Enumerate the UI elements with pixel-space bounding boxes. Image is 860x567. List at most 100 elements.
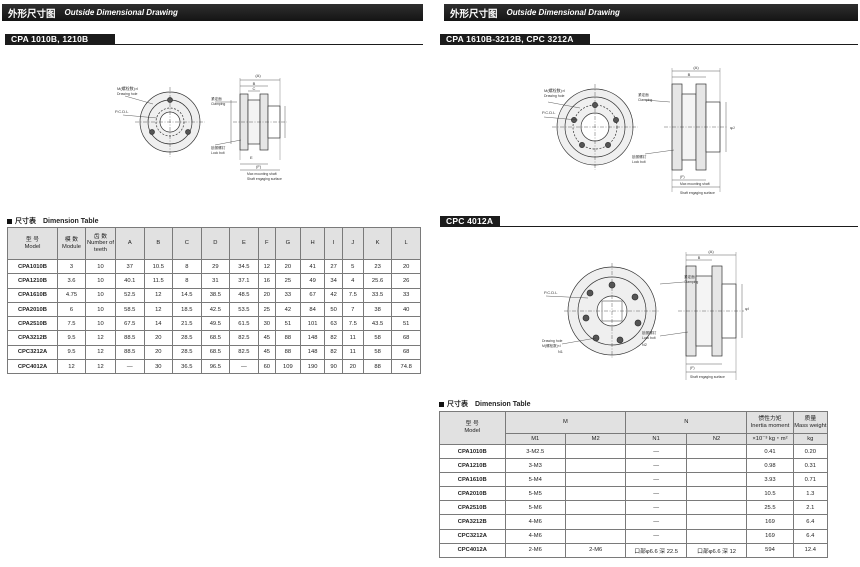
section-rule-2 xyxy=(590,44,858,45)
t1-cell: 51 xyxy=(391,316,421,332)
t2-cell xyxy=(685,514,748,530)
t2-cell: 12.4 xyxy=(792,542,829,558)
table1-title: 尺寸表 Dimension Table xyxy=(7,216,99,226)
t1-cell: 67.5 xyxy=(115,316,145,332)
t2-cell xyxy=(564,486,627,502)
label3-bolt: M(螺栓数)×l xyxy=(542,343,561,348)
t1-cell: 68 xyxy=(391,344,421,361)
t2-cell: 2.1 xyxy=(792,500,829,516)
t2-cell: 169 xyxy=(746,514,794,530)
t1-cell: 45 xyxy=(257,344,276,361)
t1-cell: 9.5 xyxy=(57,344,86,361)
t1-h-a: A xyxy=(115,227,145,260)
t1-cell: 4.75 xyxy=(57,287,86,303)
t2-cell: — xyxy=(625,443,687,460)
t1-cell: 3 xyxy=(57,258,86,275)
t2-cell xyxy=(564,514,627,530)
t1-cell: 74.8 xyxy=(391,359,421,375)
t2-cell: CPA2010B xyxy=(439,486,506,502)
t2-cell: CPA3212B xyxy=(439,514,506,530)
t1-cell: 12 xyxy=(85,344,116,361)
label-clamp-jp: 紧定面 xyxy=(211,96,222,101)
t1-cell: 20 xyxy=(143,344,174,361)
t1-cell: 10 xyxy=(85,287,116,303)
t2-cell xyxy=(564,458,627,474)
t1-cell: 37.1 xyxy=(229,273,259,289)
section-rule-1 xyxy=(115,44,423,45)
t1-cell: 26 xyxy=(391,273,421,289)
t2-h-mass-unit: kg xyxy=(792,433,829,445)
t2-cell: 1.3 xyxy=(792,486,829,502)
t1-cell: 25.6 xyxy=(362,273,393,289)
label-lock-jp: 锁紧螺钉 xyxy=(211,145,226,150)
label3-clamping: Clamping xyxy=(684,280,698,284)
header-title-en-right: Outside Dimensional Drawing xyxy=(506,8,620,17)
t1-cell: 190 xyxy=(299,359,326,375)
label-dim-b: B xyxy=(253,81,256,86)
t2-cell: 5-M5 xyxy=(504,486,566,502)
t1-h-f: F xyxy=(257,227,276,260)
label-pcd: P.C.D.L xyxy=(115,109,129,114)
label2-clamping: Clamping xyxy=(638,98,652,102)
t1-cell: 58 xyxy=(362,344,393,361)
t2-h-n1: N1 xyxy=(625,433,687,445)
t1-cell: 82 xyxy=(324,344,343,361)
t2-cell xyxy=(564,443,627,460)
t2-cell: 0.31 xyxy=(792,458,829,474)
t2-cell: 2-M6 xyxy=(504,542,566,558)
label2-max-length: Max mounting shaft xyxy=(680,182,710,186)
label2-lock-jp: 锁紧螺钉 xyxy=(632,154,647,159)
label-max-length: Max mounting shaft xyxy=(247,172,277,176)
t1-cell: 82.5 xyxy=(229,330,259,346)
label3-dim-i: φI xyxy=(745,306,749,311)
t1-h-d: D xyxy=(200,227,231,260)
t1-cell: 25 xyxy=(274,273,301,289)
t1-cell: 38 xyxy=(362,301,393,318)
t1-cell: 30 xyxy=(143,359,174,375)
t1-cell: 68 xyxy=(391,330,421,346)
t1-cell: 88.5 xyxy=(115,344,145,361)
t2-cell: CPA2510B xyxy=(439,500,506,516)
label3-clamp-jp: 紧定面 xyxy=(684,274,695,279)
t1-cell: 33.5 xyxy=(362,287,393,303)
t1-cell: CPC3212A xyxy=(7,344,58,361)
t1-cell: 11 xyxy=(341,330,364,346)
t1-cell: 61.5 xyxy=(229,316,259,332)
t2-cell xyxy=(685,443,748,460)
t2-cell: 3-M3 xyxy=(504,458,566,474)
table2-title-en: Dimension Table xyxy=(475,400,531,408)
t1-cell: 5 xyxy=(341,258,364,275)
t1-cell: 10 xyxy=(85,258,116,275)
label3-drawing-hole: Drawing hole xyxy=(542,339,562,343)
t1-h-c: C xyxy=(172,227,202,260)
t1-cell: 84 xyxy=(299,301,326,318)
label3-dim-f: (F) xyxy=(690,366,695,370)
label2-dim-b: B xyxy=(688,72,691,77)
t1-cell: 41 xyxy=(299,258,326,275)
t1-cell: 68.5 xyxy=(200,344,231,361)
t1-cell: 28.5 xyxy=(172,330,202,346)
t2-cell: — xyxy=(625,458,687,474)
t1-cell: 37 xyxy=(115,258,145,275)
t1-cell: 4 xyxy=(341,273,364,289)
t1-cell: 148 xyxy=(299,344,326,361)
t1-cell: 88 xyxy=(274,330,301,346)
t1-cell: 40 xyxy=(391,301,421,318)
t1-cell: 7.5 xyxy=(57,316,86,332)
t1-cell: 49 xyxy=(299,273,326,289)
t2-cell: 3.93 xyxy=(746,472,794,488)
t1-h-e: E xyxy=(229,227,259,260)
t1-cell: 42 xyxy=(324,287,343,303)
label2-dim-f: (F) xyxy=(680,175,685,179)
t1-h-b: B xyxy=(143,227,174,260)
